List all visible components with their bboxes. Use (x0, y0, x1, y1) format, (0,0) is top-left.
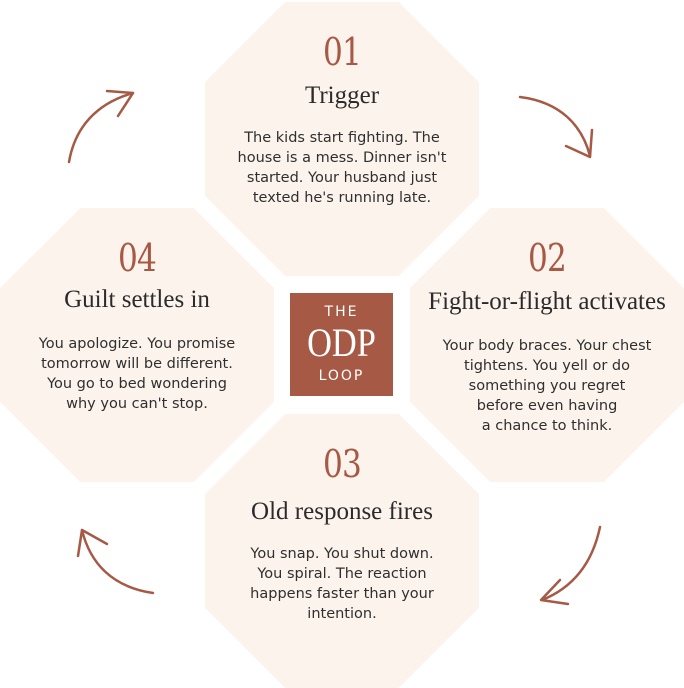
step-02-body: Your body braces. Your chest tightens. Y… (426, 336, 668, 436)
step-01-body: The kids start fighting. The house is a … (221, 128, 463, 208)
step-04-title: Guilt settles in (64, 286, 210, 313)
arrow-top-left-icon (67, 89, 135, 164)
step-03-octagon: 03 Old response fires You snap. You shut… (205, 414, 479, 688)
step-03-line: You spiral. The reaction (257, 566, 427, 582)
arrow-bottom-left-icon (76, 528, 155, 595)
center-label-middle: ODP (307, 320, 376, 365)
step-03-line: You snap. You shut down. (250, 546, 434, 562)
step-03-title: Old response fires (251, 498, 433, 525)
step-02-line: before even having (476, 398, 618, 414)
step-02-line: a chance to think. (481, 418, 613, 434)
step-02-octagon: 02 Fight-or-flight activates Your body b… (410, 208, 684, 482)
step-04-line: tomorrow will be different. (41, 356, 233, 372)
step-01-title: Trigger (304, 82, 380, 109)
step-04-octagon: 04 Guilt settles in You apologize. You p… (0, 208, 274, 482)
step-02-line: Your body braces. Your chest (442, 338, 652, 354)
step-04-line: You go to bed wondering (47, 376, 227, 392)
step-02-title: Fight-or-flight activates (428, 288, 666, 315)
step-04-number: 04 (117, 236, 157, 280)
center-label-top: THE (324, 304, 359, 320)
step-03-body: You snap. You shut down. You spiral. The… (221, 544, 463, 624)
step-01-line: texted he's running late. (252, 190, 432, 206)
step-01-line: started. Your husband just (246, 170, 438, 186)
step-04-body: You apologize. You promise tomorrow will… (16, 334, 258, 414)
step-04-line: You apologize. You promise (38, 336, 236, 352)
step-02-number: 02 (527, 236, 567, 280)
step-02-line: tightens. You yell or do (464, 358, 630, 374)
step-02-line: something you regret (468, 378, 626, 394)
step-04-line: why you can't stop. (66, 396, 208, 412)
step-01-number: 01 (322, 30, 362, 74)
step-03-line: happens faster than your (250, 586, 434, 602)
step-01-line: house is a mess. Dinner isn't (237, 150, 447, 166)
arrow-bottom-right-icon (539, 525, 602, 606)
step-03-number: 03 (322, 442, 362, 486)
odp-loop-center-box: THE ODP LOOP (290, 293, 393, 396)
center-label-bottom: LOOP (318, 368, 365, 384)
step-01-octagon: 01 Trigger The kids start fighting. The … (205, 2, 479, 276)
arrow-top-right-icon (518, 95, 594, 159)
step-01-line: The kids start fighting. The (244, 130, 440, 146)
step-03-line: intention. (307, 606, 377, 622)
